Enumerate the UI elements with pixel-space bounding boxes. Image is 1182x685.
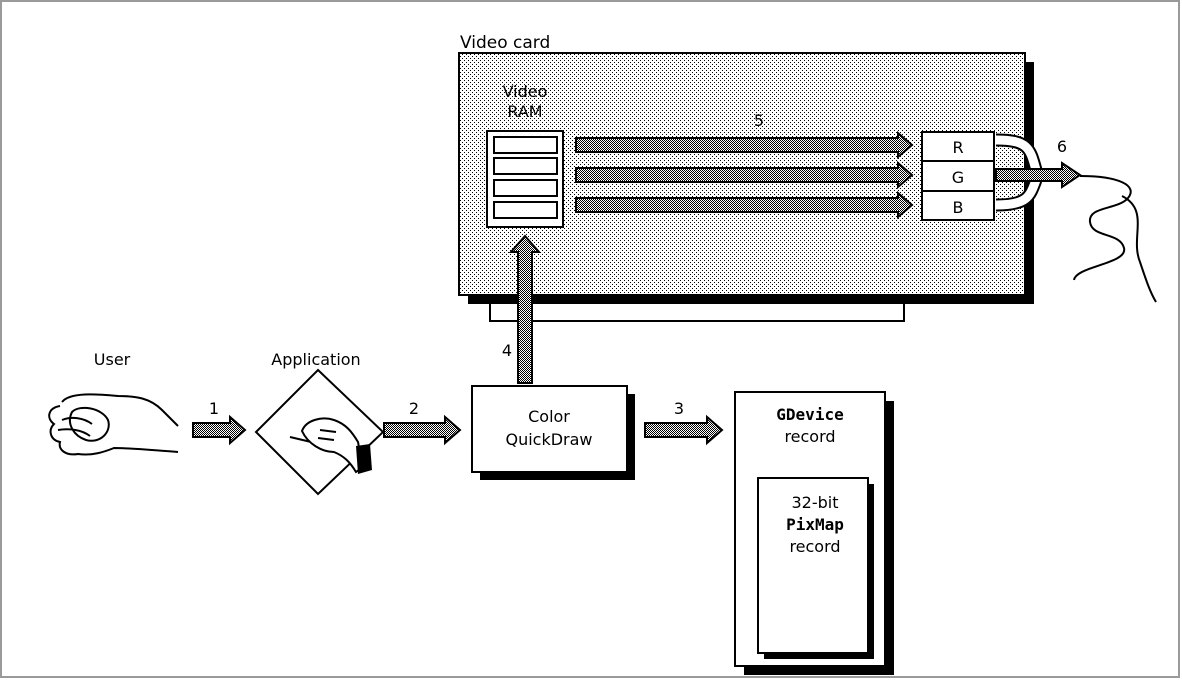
pixmap-record: 32-bit PixMap record xyxy=(757,477,874,659)
pixmap-line2-code: PixMap xyxy=(786,515,844,534)
step-6-output: 6 xyxy=(995,133,1157,303)
channel-b-label: B xyxy=(953,198,964,217)
video-ram-label-line1: Video xyxy=(503,82,548,101)
monitor-cable xyxy=(1073,175,1157,303)
step-1-arrow xyxy=(192,414,247,446)
step-5-label: 5 xyxy=(754,111,764,130)
gdevice-title-text: record xyxy=(784,427,835,446)
step-2-label: 2 xyxy=(409,399,419,418)
video-ram-label-line2: RAM xyxy=(507,102,542,121)
user-hand: User xyxy=(48,350,179,456)
channel-r-label: R xyxy=(952,138,963,157)
video-ram-block xyxy=(486,130,564,228)
rgb-output-block: R G B xyxy=(921,131,995,221)
application-label: Application xyxy=(271,350,360,369)
step-3-label: 3 xyxy=(674,399,684,418)
color-quickdraw-line1: Color xyxy=(528,407,570,426)
application: Application xyxy=(254,350,385,496)
step-6-label: 6 xyxy=(1057,137,1067,156)
channel-g-label: G xyxy=(952,168,964,187)
step-5-arrows xyxy=(575,130,914,220)
writing-hand-icon xyxy=(289,417,372,474)
gdevice-title-code: GDevice xyxy=(776,405,843,424)
pixmap-line3: record xyxy=(789,537,840,556)
color-quickdraw-box: Color QuickDraw xyxy=(471,385,635,480)
gdevice-record: GDevice record 32-bit PixMap record xyxy=(734,391,894,675)
color-quickdraw-line2: QuickDraw xyxy=(505,430,592,449)
step-2-arrow xyxy=(383,414,462,446)
step-4-arrow xyxy=(508,234,542,384)
step-3-arrow xyxy=(644,414,724,446)
pixmap-line1: 32-bit xyxy=(791,493,838,512)
video-card: Video card Video RAM 5 R G xyxy=(458,33,1034,322)
video-card-label: Video card xyxy=(460,33,550,53)
user-label: User xyxy=(94,350,131,369)
step-4-label: 4 xyxy=(502,341,512,360)
step-1-label: 1 xyxy=(209,399,219,418)
